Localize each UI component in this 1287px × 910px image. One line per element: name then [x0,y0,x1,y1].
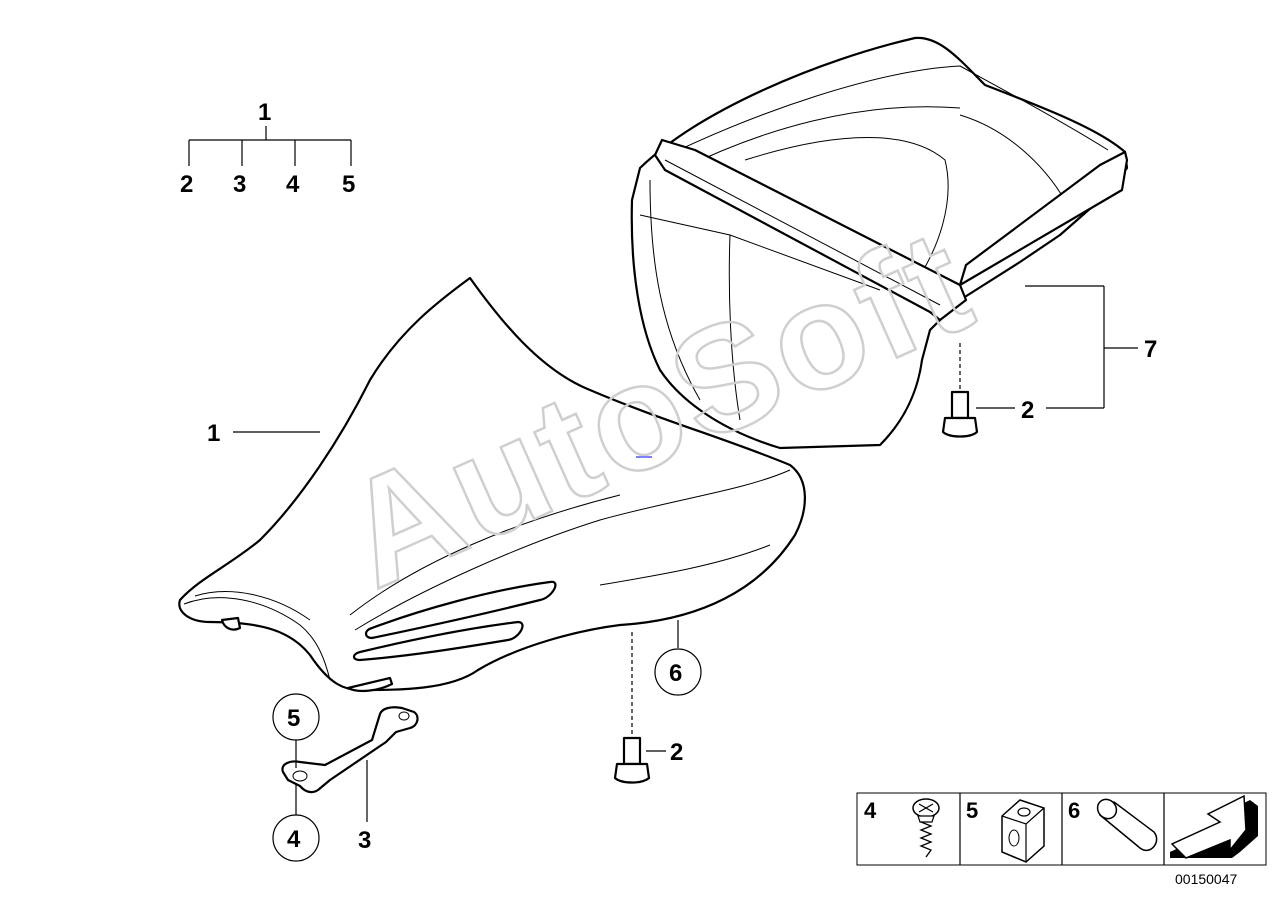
callout-circle [654,648,702,696]
front-seat-contour [194,591,311,621]
bracket [281,706,419,794]
front-seat-vent-lower [352,620,524,662]
parts-legend: 4 5 6 [856,792,1267,866]
front-seat-contour [349,494,621,616]
rear-seat-contour [657,65,1109,161]
rear-seat-contour [679,106,961,171]
callout-front-seat: 1 [207,420,220,447]
tree-child-label: 4 [286,171,300,198]
callout-screw: 4 [287,826,301,853]
pin-shaft [950,390,970,420]
callout-rear-seat-group: 7 [1144,336,1157,363]
front-seat-illustration [178,276,806,693]
callout-leaders [233,285,1138,752]
rear-seat-strap [653,138,968,322]
callout-labels: 1 2 7 2 6 5 4 3 [207,336,1157,854]
callout-pin-rear: 2 [1021,397,1034,424]
callout-pin-front: 2 [670,739,683,766]
tree-parent-label: 1 [258,99,271,126]
bracket-hole [292,770,308,782]
front-seat-contour [599,544,771,586]
rear-seat-contour [649,179,701,401]
tree-child-label: 5 [342,171,355,198]
rear-seat-contour [744,137,949,291]
part-hierarchy-tree: 1 2 3 4 5 [180,99,355,198]
direction-arrow-icon [1170,794,1258,859]
screw-icon [912,798,940,858]
legend-nut-number: 5 [966,798,978,823]
legend-cap-number: 6 [1068,798,1080,823]
bracket-illustration [272,693,419,862]
front-seat-vent-upper [364,580,557,640]
rear-seat-contour [728,234,741,421]
callout-bracket: 3 [358,827,371,854]
rear-seat-end-cap [958,150,1129,287]
tree-child-label: 2 [180,171,193,198]
pin-shaft [622,736,642,766]
cap-icon [1096,798,1158,852]
callout-washer: 5 [287,705,300,732]
pin-head [941,416,979,438]
front-seat-foot [220,616,242,631]
mount-pin-front [613,632,651,784]
rear-seat-illustration [630,36,1129,450]
front-seat-foot [346,676,394,693]
front-seat-body [178,276,806,692]
tree-child-label: 3 [233,171,246,198]
front-seat-contour [183,597,331,681]
bracket-hole [398,711,410,721]
mount-pin-rear [941,343,979,438]
pin-head [613,762,651,784]
front-seat-contour [354,469,791,631]
rear-seat-strap-edge [664,159,941,306]
callout-cap: 6 [669,660,682,687]
document-number: 00150047 [1175,871,1238,887]
square-nut-icon [1001,799,1045,863]
legend-screw-number: 4 [864,798,877,823]
